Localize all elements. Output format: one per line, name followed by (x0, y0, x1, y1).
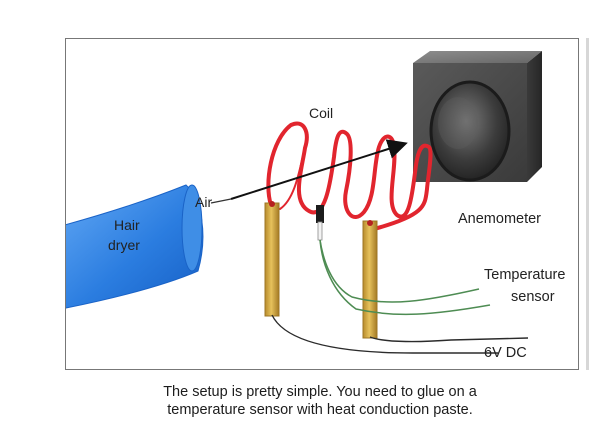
wires-black (271, 314, 529, 354)
coil-label: Coil (309, 105, 333, 121)
anemometer-label: Anemometer (458, 211, 541, 227)
air-label-leader (210, 198, 232, 204)
hair-dryer-label-line1: Hair (114, 217, 140, 233)
electrode-left (264, 201, 280, 317)
temperature-sensor-label-line1: Temperature (484, 267, 565, 283)
caption-line-1: The setup is pretty simple. You need to … (163, 384, 477, 400)
diagram-canvas: Hair dryer Anemometer Coil (66, 51, 565, 361)
hair-dryer-label-line2: dryer (108, 237, 140, 253)
caption-line-2: temperature sensor with heat conduction … (167, 402, 473, 418)
coil-icon (266, 121, 433, 231)
figure-caption: The setup is pretty simple. You need to … (70, 383, 570, 419)
temperature-sensor-icon (316, 205, 324, 241)
hair-dryer-icon (66, 184, 204, 309)
air-label: Air (195, 194, 212, 210)
anemometer-icon (413, 51, 542, 182)
electrode-right (362, 220, 378, 339)
wires-green (319, 239, 491, 316)
air-arrow-icon (230, 139, 408, 200)
experiment-diagram: Hair dryer Anemometer Coil (65, 38, 579, 370)
power-supply-label: 6V DC (484, 345, 527, 361)
page-edge-shadow (586, 38, 589, 370)
temperature-sensor-label-line2: sensor (511, 289, 555, 305)
